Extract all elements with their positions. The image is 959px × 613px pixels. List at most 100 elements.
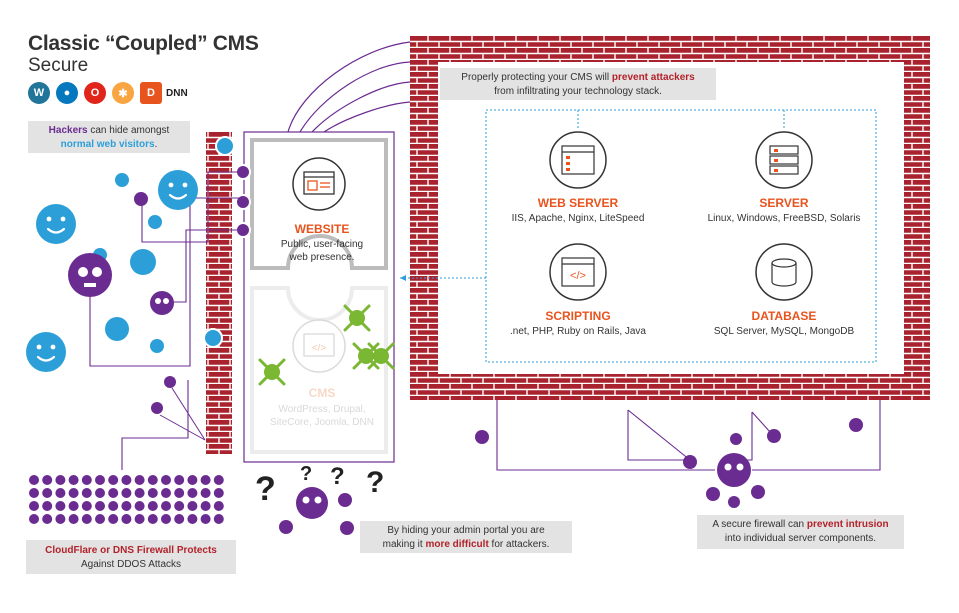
joomla-logo-icon: ✱ [112, 82, 134, 104]
admin-hackers [279, 487, 354, 535]
ddos-attacker [81, 514, 92, 524]
ddos-attacker [200, 514, 211, 524]
cms-title: CMS [308, 386, 336, 400]
cloudflare-highlight: CloudFlare or DNS Firewall Protects [45, 545, 217, 556]
ddos-attacker [95, 501, 105, 511]
ddos-attacker [200, 488, 211, 498]
opencart-logo-icon: O [84, 82, 106, 104]
ddos-attacker [29, 501, 39, 511]
firewall-text-2: into individual server components. [724, 533, 877, 544]
ddos-attacker [81, 501, 92, 511]
ddos-attacker [147, 514, 158, 524]
server-component: SERVER Linux, Windows, FreeBSD, Solaris [690, 196, 878, 224]
hackers-end: . [154, 139, 158, 150]
database-component: DATABASE SQL Server, MySQL, MongoDB [690, 309, 878, 337]
wall-visitors [203, 136, 251, 348]
protect-text: Properly protecting your CMS will [461, 72, 612, 83]
stack-connectors [400, 109, 877, 363]
ddos-attacker [174, 475, 185, 485]
protect-text-2: from infiltrating your technology stack. [494, 86, 662, 97]
ddos-attacker [121, 475, 132, 485]
ddos-attacker [213, 488, 224, 498]
ddos-attacker [213, 514, 224, 524]
intrusion-lines [496, 400, 881, 471]
ddos-attacker [55, 488, 66, 498]
ddos-attacker [213, 475, 224, 485]
hide-highlight: more difficult [425, 539, 489, 550]
ddos-attacker [200, 501, 211, 511]
hide-text-3: for attackers. [488, 539, 550, 550]
web-server-icon [549, 131, 607, 189]
server-icon [755, 131, 813, 189]
intrusion-hackers [475, 418, 863, 508]
ddos-attacker [108, 488, 119, 498]
ddos-attacker [187, 475, 198, 485]
database-desc: SQL Server, MySQL, MongoDB [713, 326, 855, 337]
hackers-callout: Hackers can hide amongst normal web visi… [28, 121, 190, 153]
web-server-title: WEB SERVER [537, 196, 619, 210]
drupal-logo-icon: ● [56, 82, 78, 104]
website-desc-1: Public, user-facing [280, 239, 364, 250]
ddos-attacker [187, 501, 198, 511]
scripting-title: SCRIPTING [545, 309, 611, 323]
ddos-attacker [134, 501, 145, 511]
page-title: Classic “Coupled” CMS [28, 32, 259, 55]
cms-logos: W ● O ✱ D DNN [28, 82, 188, 104]
website-outer-frame [243, 131, 395, 463]
ddos-attacker [121, 488, 132, 498]
ddos-attacker [95, 514, 105, 524]
ddos-attacker [68, 475, 79, 485]
ddos-attacker [108, 501, 119, 511]
ddos-attacker [55, 501, 66, 511]
ddos-attacker [161, 501, 171, 511]
ddos-attacker [147, 488, 158, 498]
firewall-text: A secure firewall can [712, 519, 807, 530]
normal-visitors [26, 170, 198, 372]
ddos-attacker [134, 475, 145, 485]
ddos-attacker [134, 488, 145, 498]
ddos-attacker [68, 501, 79, 511]
ddos-attacker [42, 475, 53, 485]
svg-text:?: ? [330, 463, 345, 490]
ddos-attacker [108, 475, 119, 485]
ddos-attacker [161, 475, 171, 485]
connection-lines [287, 41, 411, 133]
svg-text:?: ? [366, 466, 384, 499]
firewall-highlight: prevent intrusion [806, 519, 889, 530]
ddos-attacker [200, 475, 211, 485]
ddos-attacker [81, 475, 92, 485]
ddos-attacker [147, 501, 158, 511]
database-icon [755, 243, 813, 301]
ddos-attacker [95, 488, 105, 498]
hacker-visitors [68, 192, 176, 414]
dnn-logo-icon: D [140, 82, 162, 104]
ddos-attacker [68, 514, 79, 524]
website-brick-wall [206, 132, 232, 454]
cloudflare-text: Against DDOS Attacks [80, 559, 182, 570]
ddos-attacker [121, 501, 132, 511]
ddos-attacker [161, 514, 171, 524]
ddos-attacker [147, 475, 158, 485]
ddos-attacker [108, 514, 119, 524]
scripting-desc: .net, PHP, Ruby on Rails, Java [510, 326, 646, 337]
ddos-attacker [161, 488, 171, 498]
svg-text:</>: </> [312, 343, 327, 354]
ddos-attacker [134, 514, 145, 524]
ddos-attacker [174, 501, 185, 511]
wordpress-logo-icon: W [28, 82, 50, 104]
ddos-attacker [55, 514, 66, 524]
website-desc: Public, user-facing web presence. [262, 238, 382, 264]
svg-text:?: ? [255, 470, 276, 508]
ddos-attacker [42, 514, 53, 524]
ddos-attacker [213, 501, 224, 511]
visitors-highlight: normal web visitors [60, 139, 155, 150]
hackers-highlight: Hackers [48, 125, 88, 136]
ddos-attacker [55, 475, 66, 485]
ddos-attacker [42, 488, 53, 498]
ddos-attacker [187, 488, 198, 498]
svg-text:?: ? [300, 463, 312, 485]
website-title: WEBSITE [294, 222, 350, 236]
ddos-attacker [68, 488, 79, 498]
ddos-attacker [121, 514, 132, 524]
